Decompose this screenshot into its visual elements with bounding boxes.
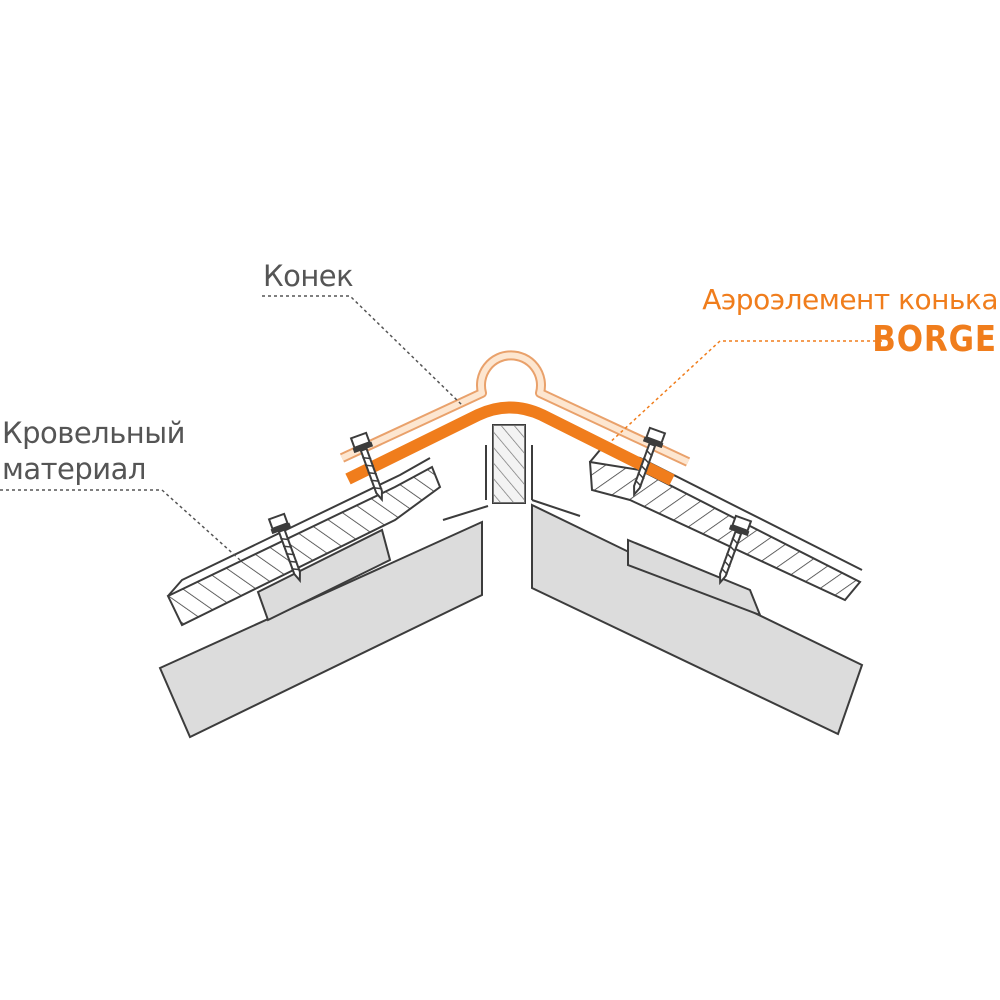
rafter-right	[531, 503, 864, 736]
batten-right	[627, 538, 762, 617]
ridge-aero-element	[345, 401, 675, 486]
ridge-plate-lines	[442, 499, 581, 521]
rafter-left	[158, 520, 483, 739]
batten-left	[256, 528, 392, 622]
leader-line-roofing	[0, 489, 241, 561]
screw-icon	[633, 426, 667, 498]
roofing-material-label-line2: материал	[2, 452, 146, 486]
ridge-cap	[339, 350, 691, 467]
screw-icon	[719, 514, 753, 586]
roofing-sheet-left	[166, 457, 442, 627]
aero-element-label: Аэроэлемент конька	[702, 283, 998, 316]
screw-icon	[349, 431, 383, 503]
ridge-post	[485, 424, 533, 504]
leader-line-aero	[605, 340, 882, 447]
leader-line-ridge	[262, 295, 463, 406]
brand-logo: BORGE	[872, 319, 997, 360]
screw-icon	[267, 512, 301, 584]
roofing-material-label: Кровельный материал	[2, 415, 186, 487]
roofing-material-label-line1: Кровельный	[2, 416, 186, 450]
ridge-label: Конек	[263, 259, 354, 293]
